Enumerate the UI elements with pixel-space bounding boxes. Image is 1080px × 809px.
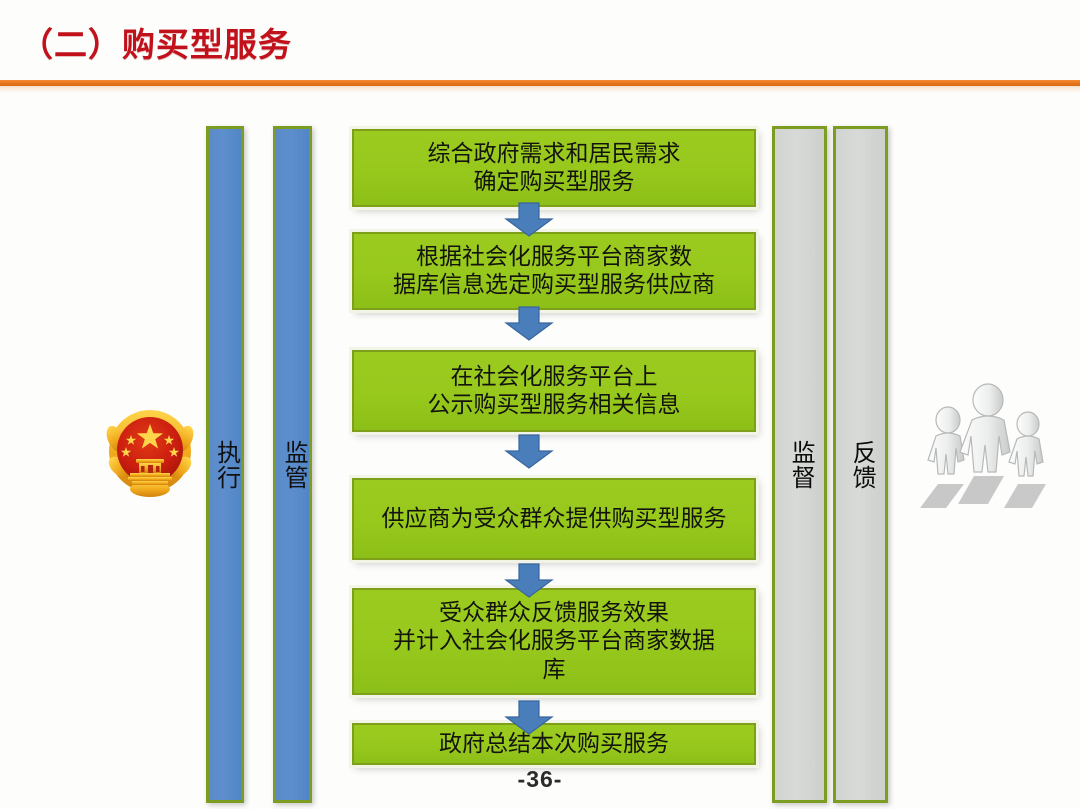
lane-oversee[interactable]: 监督 <box>772 126 827 803</box>
flow-arrow-3 <box>504 434 554 469</box>
flow-step-1-label: 综合政府需求和居民需求 确定购买型服务 <box>427 140 681 194</box>
three-people-figures-icon <box>910 368 1062 510</box>
flow-step-3[interactable]: 在社会化服务平台上 公示购买型服务相关信息 <box>349 347 759 435</box>
lane-supervise-manage[interactable]: 监管 <box>273 126 312 803</box>
flow-arrow-1 <box>504 202 554 237</box>
flow-step-4[interactable]: 供应商为受众群众提供购买型服务 <box>349 475 759 563</box>
title-divider <box>0 80 1080 86</box>
lane-execute[interactable]: 执行 <box>206 126 244 803</box>
flow-step-6-label: 政府总结本次购买服务 <box>439 730 669 756</box>
flow-step-5[interactable]: 受众群众反馈服务效果 并计入社会化服务平台商家数据 库 <box>349 585 759 698</box>
flow-arrow-4 <box>504 563 554 598</box>
flow-arrow-5 <box>504 700 554 735</box>
flow-step-1[interactable]: 综合政府需求和居民需求 确定购买型服务 <box>349 126 759 210</box>
page-number: -36- <box>517 766 563 792</box>
china-national-emblem-icon <box>106 409 194 497</box>
flow-step-4-label: 供应商为受众群众提供购买型服务 <box>381 505 727 531</box>
lane-execute-label: 执行 <box>212 439 239 490</box>
flow-step-5-label: 受众群众反馈服务效果 并计入社会化服务平台商家数据 库 <box>393 600 715 682</box>
flow-step-3-label: 在社会化服务平台上 公示购买型服务相关信息 <box>427 363 681 417</box>
purchase-service-flowchart: 执行 监管 监督 反馈 综合政府需求和居民需求 确定购买型服务 <box>0 93 1080 809</box>
title-divider-glow <box>0 86 1080 93</box>
lane-feedback[interactable]: 反馈 <box>833 126 888 803</box>
flow-step-6[interactable]: 政府总结本次购买服务 <box>349 720 759 768</box>
lane-supervise-manage-label: 监管 <box>280 439 307 490</box>
lane-feedback-label: 反馈 <box>848 439 875 490</box>
flow-arrow-2 <box>504 306 554 341</box>
flow-step-2-label: 根据社会化服务平台商家数 据库信息选定购买型服务供应商 <box>393 243 715 297</box>
lane-oversee-label: 监督 <box>787 439 814 490</box>
page-title: （二）购买型服务 <box>20 26 292 63</box>
flow-step-2[interactable]: 根据社会化服务平台商家数 据库信息选定购买型服务供应商 <box>349 229 759 313</box>
